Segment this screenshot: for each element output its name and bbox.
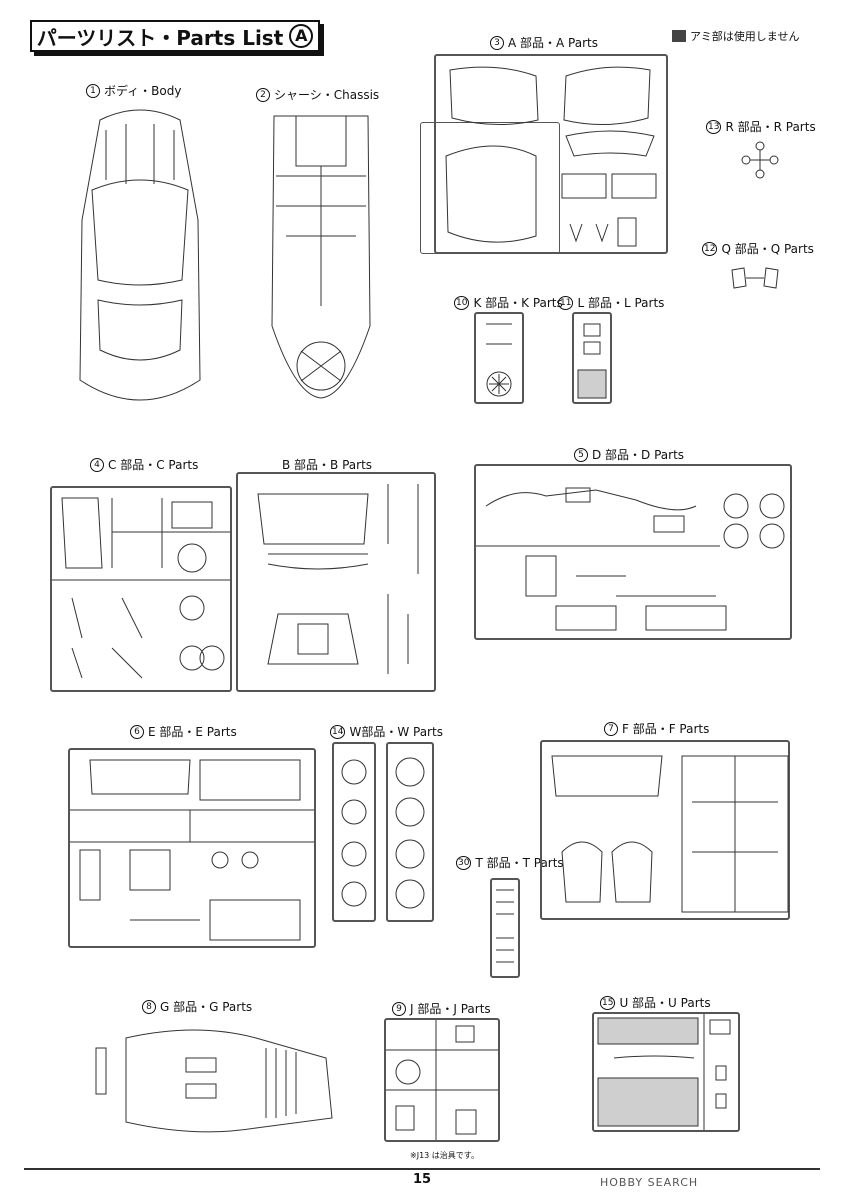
f-parts-drawing bbox=[551, 755, 789, 913]
mesh-note-text: アミ部は使用しません bbox=[690, 30, 800, 43]
body-shell-drawing bbox=[79, 109, 201, 401]
j-parts-runner bbox=[384, 1018, 500, 1142]
sheet-letter-mark: A bbox=[289, 24, 314, 48]
f-parts-runner bbox=[540, 740, 790, 920]
u-parts-drawing bbox=[597, 1014, 731, 1130]
section-label-b-parts: B 部品・B Parts bbox=[282, 458, 373, 472]
t-parts-drawing bbox=[496, 889, 514, 963]
l-parts-runner bbox=[572, 312, 612, 404]
k-parts-drawing bbox=[486, 323, 512, 397]
j-parts-drawing bbox=[386, 1020, 498, 1140]
watermark-logo: HOBBY SEARCH bbox=[600, 1176, 699, 1189]
c-parts-runner bbox=[50, 486, 232, 692]
q-parts-drawing bbox=[731, 267, 779, 289]
d-parts-drawing bbox=[476, 487, 785, 631]
page-title: パーツリスト・Parts List A bbox=[30, 20, 320, 52]
c-parts-drawing bbox=[52, 497, 230, 679]
page-number: 15 bbox=[412, 1172, 432, 1187]
l-parts-drawing bbox=[577, 323, 607, 399]
k-parts-runner bbox=[474, 312, 524, 404]
b-parts-drawing bbox=[257, 484, 419, 674]
jig-note: ※J13 は治具です。 bbox=[410, 1151, 479, 1160]
a-parts-runner-inner bbox=[420, 122, 560, 254]
u-parts-runner bbox=[592, 1012, 740, 1132]
mesh-swatch-icon bbox=[672, 30, 686, 42]
a-parts-drawing bbox=[445, 66, 657, 247]
chassis-drawing bbox=[271, 115, 371, 399]
w-parts-drawing bbox=[341, 757, 425, 909]
page-title-text: パーツリスト・Parts List bbox=[36, 25, 284, 50]
e-parts-drawing bbox=[70, 759, 314, 941]
b-parts-runner bbox=[236, 472, 436, 692]
e-parts-runner bbox=[68, 748, 316, 948]
g-parts-drawing bbox=[95, 1029, 333, 1133]
w-parts-runner-right bbox=[386, 742, 434, 922]
t-parts-runner bbox=[490, 878, 520, 978]
d-parts-runner bbox=[474, 464, 792, 640]
w-parts-runner-left bbox=[332, 742, 376, 922]
mesh-note: アミ部は使用しません bbox=[672, 28, 799, 44]
r-parts-drawing bbox=[741, 141, 779, 179]
footer-divider bbox=[24, 1168, 820, 1170]
